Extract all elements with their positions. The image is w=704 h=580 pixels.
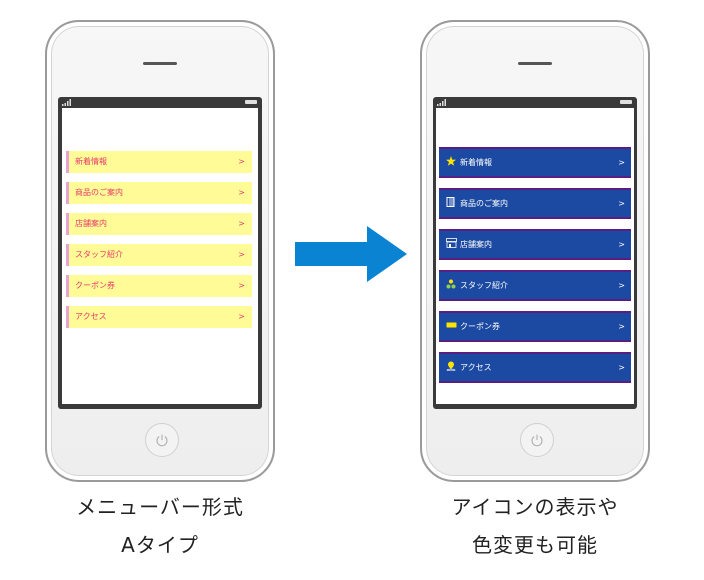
menu-item-label: 店舗案内 xyxy=(75,219,107,228)
signal-icon xyxy=(62,99,71,106)
star-icon xyxy=(446,156,457,169)
menu-item-label: 店舗案内 xyxy=(460,240,492,249)
chevron-right-icon: > xyxy=(618,240,625,249)
chevron-right-icon: > xyxy=(238,188,245,197)
menu-item-label: 商品のご案内 xyxy=(75,188,123,197)
menu-item-stores[interactable]: 店舗案内 > xyxy=(439,229,631,260)
menu-item-news[interactable]: 新着情報 > xyxy=(439,147,631,178)
battery-icon xyxy=(245,100,257,104)
menu-item-access[interactable]: アクセス > xyxy=(439,352,631,383)
chevron-right-icon: > xyxy=(238,281,245,290)
store-icon xyxy=(446,238,457,251)
caption-icon-type: アイコンの表示や 色変更も可能 xyxy=(410,488,660,564)
phone-type-a: 新着情報 > 商品のご案内 > 店舗案内 > スタッフ紹介 > クーポン券 xyxy=(45,20,275,482)
power-icon xyxy=(156,434,168,447)
caption-line: アイコンの表示や xyxy=(451,495,619,519)
menu-list: 新着情報 > 商品のご案内 > 店舗案内 > スタッフ紹介 > クーポン券 xyxy=(66,151,252,337)
staff-icon xyxy=(446,279,457,292)
menu-item-news[interactable]: 新着情報 > xyxy=(66,151,252,173)
menu-item-staff[interactable]: スタッフ紹介 > xyxy=(439,270,631,301)
speaker-slot xyxy=(518,62,552,65)
chevron-right-icon: > xyxy=(618,199,625,208)
menu-item-label: クーポン券 xyxy=(460,322,500,331)
chevron-right-icon: > xyxy=(618,158,625,167)
menu-item-products[interactable]: 商品のご案内 > xyxy=(439,188,631,219)
phone-screen: 新着情報 > 商品のご案内 > 店舗案内 > スタッフ紹介 > クーポン券 xyxy=(58,97,262,409)
menu-item-stores[interactable]: 店舗案内 > xyxy=(66,213,252,235)
menu-item-label: アクセス xyxy=(75,312,107,321)
chevron-right-icon: > xyxy=(618,322,625,331)
menu-item-label: スタッフ紹介 xyxy=(75,250,123,259)
chevron-right-icon: > xyxy=(618,363,625,372)
screen-content: 新着情報 > 商品のご案内 > 店舗案内 > xyxy=(436,108,634,404)
phone-screen: 新着情報 > 商品のご案内 > 店舗案内 > xyxy=(433,97,637,409)
speaker-slot xyxy=(143,62,177,65)
menu-item-access[interactable]: アクセス > xyxy=(66,306,252,328)
chevron-right-icon: > xyxy=(238,157,245,166)
caption-line: 色変更も可能 xyxy=(472,533,598,557)
chevron-right-icon: > xyxy=(238,250,245,259)
home-button[interactable] xyxy=(145,423,179,457)
caption-line: Aタイプ xyxy=(121,533,199,557)
menu-item-label: スタッフ紹介 xyxy=(460,281,508,290)
map-pin-icon xyxy=(446,361,457,374)
caption-line: メニューバー形式 xyxy=(76,495,244,519)
chevron-right-icon: > xyxy=(238,219,245,228)
battery-icon xyxy=(620,100,632,104)
menu-item-label: 新着情報 xyxy=(460,158,492,167)
arrow-right-icon xyxy=(295,226,407,282)
status-bar xyxy=(433,97,637,107)
coupon-icon xyxy=(446,320,457,333)
power-icon xyxy=(531,434,543,447)
phone-icon-type: 新着情報 > 商品のご案内 > 店舗案内 > xyxy=(420,20,650,482)
menu-item-label: 商品のご案内 xyxy=(460,199,508,208)
menu-item-label: アクセス xyxy=(460,363,492,372)
menu-item-products[interactable]: 商品のご案内 > xyxy=(66,182,252,204)
menu-item-coupon[interactable]: クーポン券 > xyxy=(66,275,252,297)
signal-icon xyxy=(437,99,446,106)
status-bar xyxy=(58,97,262,107)
menu-item-staff[interactable]: スタッフ紹介 > xyxy=(66,244,252,266)
caption-type-a: メニューバー形式 Aタイプ xyxy=(40,488,280,564)
chevron-right-icon: > xyxy=(618,281,625,290)
menu-item-coupon[interactable]: クーポン券 > xyxy=(439,311,631,342)
menu-item-label: 新着情報 xyxy=(75,157,107,166)
menu-list: 新着情報 > 商品のご案内 > 店舗案内 > xyxy=(439,147,631,393)
screen-content: 新着情報 > 商品のご案内 > 店舗案内 > スタッフ紹介 > クーポン券 xyxy=(62,108,258,404)
book-icon xyxy=(446,197,457,210)
chevron-right-icon: > xyxy=(238,312,245,321)
home-button[interactable] xyxy=(520,423,554,457)
menu-item-label: クーポン券 xyxy=(75,281,115,290)
